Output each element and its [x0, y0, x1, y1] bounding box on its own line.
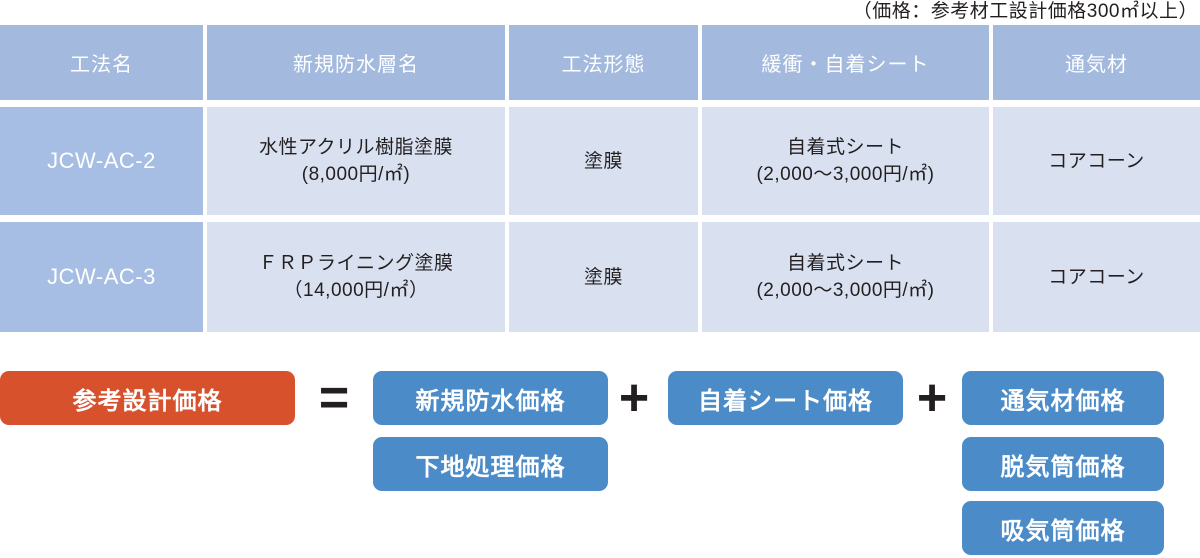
reference-design-price-box: 参考設計価格: [0, 371, 295, 425]
intake-pipe-price-box: 吸気筒価格: [962, 501, 1164, 555]
spec-table: 工法名 新規防水層名 工法形態 緩衝・自着シート 通気材 JCW-AC-2 水性…: [0, 25, 1200, 332]
row1-sheet-name: 自着式シート: [786, 137, 904, 158]
header-new-layer-name: 新規防水層名: [207, 25, 505, 100]
equals-sign: =: [318, 369, 350, 427]
plus-sign-1: +: [618, 369, 650, 427]
row2-sheet-price: (2,000～3,000円/㎡): [756, 280, 935, 301]
row1-sheet-cell: 自着式シート (2,000～3,000円/㎡): [702, 107, 989, 215]
base-treatment-price-box: 下地処理価格: [373, 437, 608, 491]
row2-sheet-cell: 自着式シート (2,000～3,000円/㎡): [702, 222, 989, 332]
vent-material-price-box: 通気材価格: [962, 371, 1164, 425]
row1-vent-cell: コアコーン: [993, 107, 1200, 215]
row1-layer-price: (8,000円/㎡): [301, 164, 411, 185]
deaeration-pipe-price-box: 脱気筒価格: [962, 437, 1164, 491]
header-vent-material: 通気材: [993, 25, 1200, 100]
header-buffer-sheet: 緩衝・自着シート: [702, 25, 989, 100]
header-method-form: 工法形態: [509, 25, 698, 100]
row2-vent-cell: コアコーン: [993, 222, 1200, 332]
row2-layer-cell: ＦＲＰライニング塗膜 （14,000円/㎡）: [207, 222, 505, 332]
row2-layer-price: （14,000円/㎡）: [283, 280, 429, 301]
plus-sign-2: +: [916, 369, 948, 427]
row1-sheet-price: (2,000～3,000円/㎡): [756, 164, 935, 185]
price-note: （価格：参考材工設計価格300㎡以上）: [852, 1, 1198, 22]
row2-method-cell: JCW-AC-3: [0, 222, 203, 332]
adhesive-sheet-price-box: 自着シート価格: [668, 371, 903, 425]
new-waterproof-price-box: 新規防水価格: [373, 371, 608, 425]
row1-layer-cell: 水性アクリル樹脂塗膜 (8,000円/㎡): [207, 107, 505, 215]
row1-layer-name: 水性アクリル樹脂塗膜: [258, 137, 454, 158]
row2-sheet-name: 自着式シート: [786, 253, 904, 274]
row2-layer-name: ＦＲＰライニング塗膜: [258, 253, 454, 274]
row2-form-cell: 塗膜: [509, 222, 698, 332]
row1-method-cell: JCW-AC-2: [0, 107, 203, 215]
header-method-name: 工法名: [0, 25, 203, 100]
row1-form-cell: 塗膜: [509, 107, 698, 215]
